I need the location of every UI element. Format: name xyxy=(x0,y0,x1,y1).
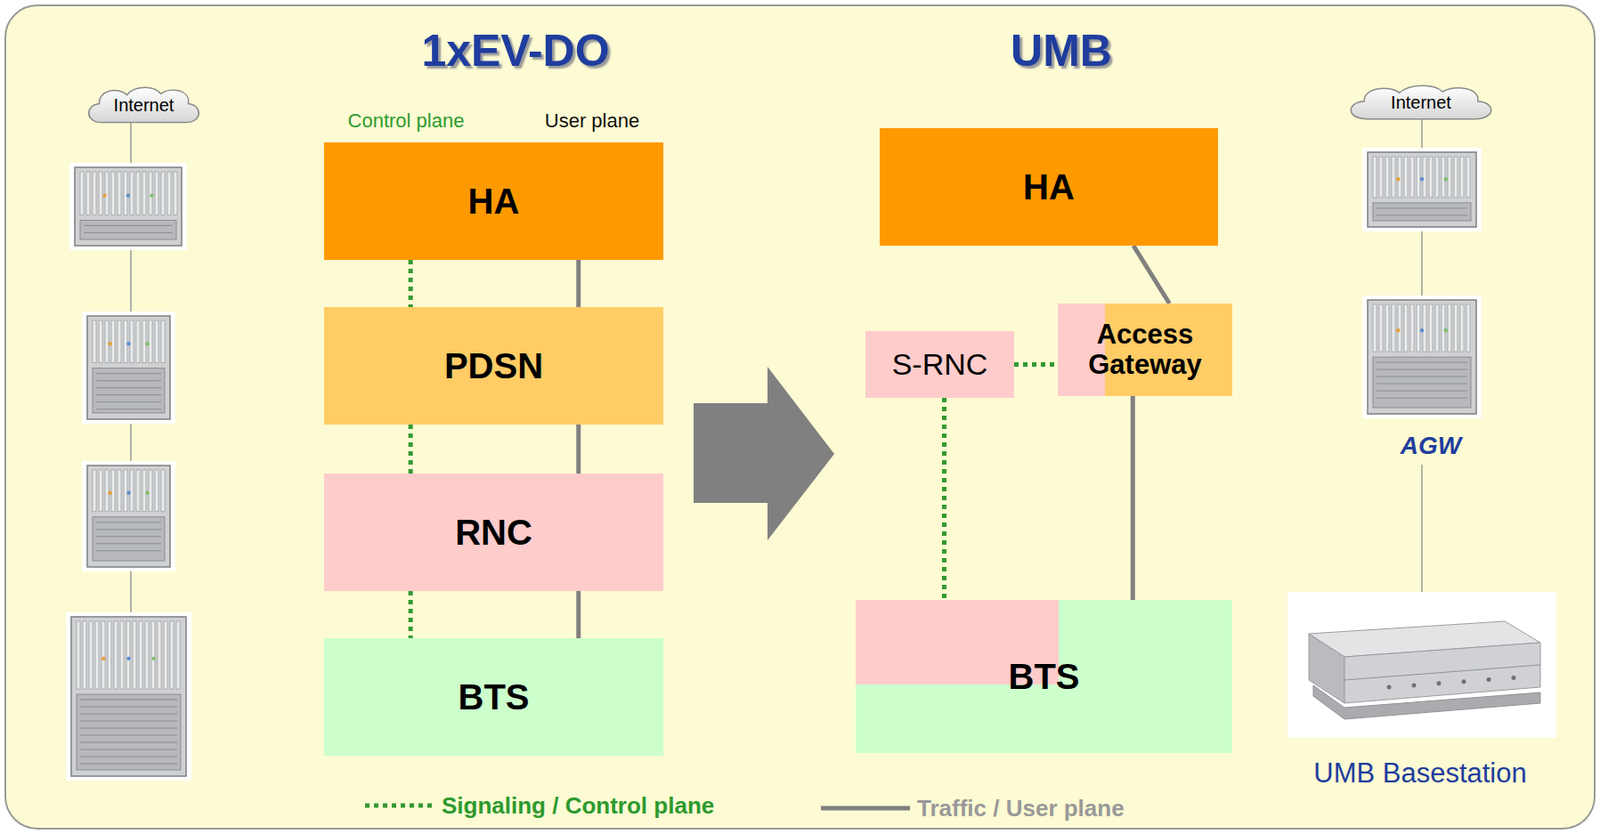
signaling-link xyxy=(1014,362,1058,367)
internet-cloud: Internet xyxy=(1344,84,1498,121)
node-text: HA xyxy=(468,181,520,221)
equipment-caption: AGW xyxy=(1400,432,1462,461)
signaling-link xyxy=(942,397,947,601)
traffic-link xyxy=(1133,245,1170,304)
node-text: Internet xyxy=(113,95,175,115)
traffic-link xyxy=(576,591,581,639)
signaling-link xyxy=(408,591,414,639)
process-box: PDSN xyxy=(324,307,664,425)
process-box: RNC xyxy=(324,473,664,592)
column-title: 1xEV-DO xyxy=(421,26,610,76)
node-text: BTS xyxy=(1008,657,1081,697)
equipment-links xyxy=(130,119,1422,613)
plane-heading: User plane xyxy=(544,110,640,132)
traffic-link xyxy=(1130,396,1136,601)
legend-sample xyxy=(365,800,435,812)
legend-text: Signaling / Control plane xyxy=(441,792,715,821)
process-box: S-RNC xyxy=(865,331,1015,398)
process-box: HA xyxy=(324,142,664,260)
node-text: Internet xyxy=(1390,92,1452,113)
node-text: Access Gateway xyxy=(1064,319,1226,381)
equipment-rack xyxy=(69,162,187,251)
legend-text: Traffic / User plane xyxy=(917,795,1125,823)
gateway-box: Access Gateway xyxy=(1057,303,1233,397)
plane-heading: Control plane xyxy=(348,110,465,132)
equipment-illustrations xyxy=(65,147,1557,781)
transition-arrow xyxy=(693,366,835,541)
node-text: BTS xyxy=(458,677,530,717)
equipment-rack xyxy=(1362,147,1482,232)
process-box: BTS xyxy=(324,638,664,756)
traffic-link xyxy=(576,259,581,308)
equipment-caption: UMB Basestation xyxy=(1313,758,1527,789)
basestation-picture xyxy=(1287,592,1557,739)
equipment-rack xyxy=(65,612,192,781)
basestation-box: BTS xyxy=(855,600,1233,754)
panel-ground xyxy=(5,5,1595,829)
node-text: S-RNC xyxy=(892,348,989,382)
equipment-rack xyxy=(81,311,176,424)
internet-cloud: Internet xyxy=(83,86,204,124)
legend-entry: Signaling / Control plane xyxy=(365,789,715,822)
node-text: HA xyxy=(1023,167,1075,207)
legend-entry: Traffic / User plane xyxy=(820,792,1125,825)
node-text: RNC xyxy=(454,512,533,553)
column-title: UMB xyxy=(1010,26,1113,76)
traffic-link xyxy=(576,424,581,474)
legend-sample xyxy=(820,803,910,814)
signaling-link xyxy=(408,424,414,474)
node-text: PDSN xyxy=(444,346,544,386)
signaling-link xyxy=(408,259,414,308)
process-box: HA xyxy=(879,128,1219,246)
equipment-rack xyxy=(81,461,176,572)
equipment-rack xyxy=(1362,295,1482,419)
